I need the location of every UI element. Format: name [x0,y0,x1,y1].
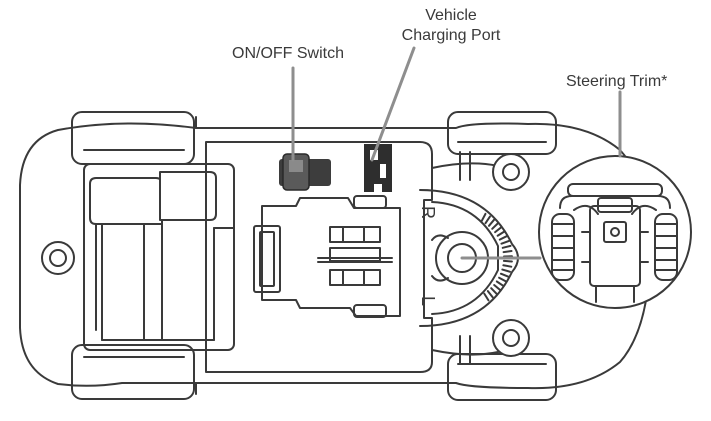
trim-tick [503,246,511,248]
charging-port-icon [364,144,392,192]
trim-tick [503,265,511,266]
terminal-bars [318,227,392,285]
rear-right-wheel [448,354,556,400]
trim-tick [497,281,504,285]
trim-tick [485,217,489,224]
front-left-wheel [72,112,194,164]
rear-mount-outer [42,242,74,274]
trim-tick [501,274,508,277]
vehicle-charging-port-line1: Vehicle [386,6,516,26]
trim-tick [502,270,510,272]
trim-tick [500,236,507,240]
leader-charging-port [372,48,414,160]
trim-tick [498,232,505,236]
steering-trim-label: Steering Trim* [566,72,667,92]
trim-tick [494,285,500,290]
side-connector [254,226,280,292]
front-right-wheel [72,345,194,399]
trim-tick [489,220,494,226]
trim-tick [504,251,512,252]
on-off-switch-label: ON/OFF Switch [232,44,344,64]
rear-mount-inner [50,250,66,266]
trim-tick [499,278,506,282]
rear-compartment [84,164,234,350]
trim-tick [501,241,509,244]
trim-tick [495,227,501,232]
dial-right-mark: R [418,206,438,219]
vehicle-charging-port-line2: Charging Port [386,26,516,46]
on-off-switch-icon [279,154,331,190]
trim-tick [491,288,497,294]
vehicle-charging-port-label: Vehicle Charging Port [386,6,516,46]
trim-tick [484,294,488,301]
trim-tick [492,223,498,229]
trim-tick [504,261,512,262]
front-left-knuckle [493,154,529,190]
front-right-knuckle [493,320,529,356]
plate-tab-top [354,196,386,208]
dial-left-mark: L [418,296,438,306]
trim-tick [482,214,486,221]
trim-tick [488,291,493,297]
rear-left-wheel [448,112,556,154]
